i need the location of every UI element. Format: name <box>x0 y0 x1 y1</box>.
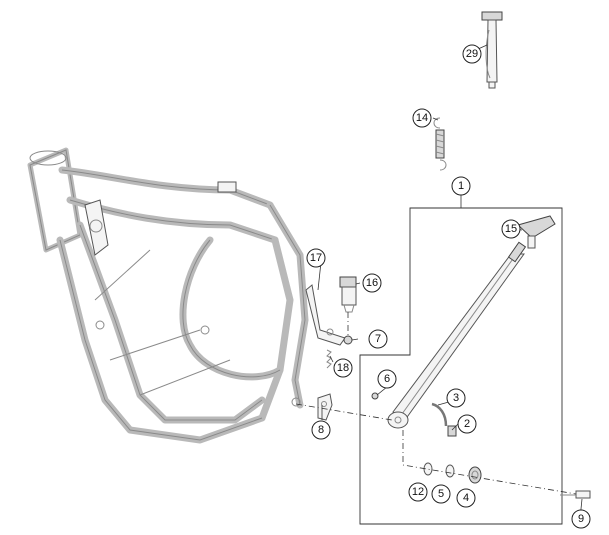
callout-1: 1 <box>451 176 471 196</box>
pivot-bracket <box>317 393 333 421</box>
small-spring <box>326 349 332 369</box>
spring-puller-tool <box>481 11 503 89</box>
washer-5 <box>445 464 455 478</box>
bushing <box>468 466 482 484</box>
svg-text:17: 17 <box>310 252 322 264</box>
svg-text:6: 6 <box>384 373 390 385</box>
callout-6: 6 <box>377 369 397 389</box>
callout-4: 4 <box>456 488 476 508</box>
svg-text:15: 15 <box>505 223 517 235</box>
callout-29: 29 <box>462 44 482 64</box>
svg-text:9: 9 <box>578 513 584 525</box>
washer-12 <box>423 462 433 476</box>
side-stand-sensor <box>339 276 357 313</box>
svg-text:7: 7 <box>375 333 381 345</box>
pivot-bolt <box>560 490 591 499</box>
nut <box>343 335 353 345</box>
svg-text:18: 18 <box>337 362 349 374</box>
svg-text:3: 3 <box>453 392 459 404</box>
svg-text:1: 1 <box>458 180 464 192</box>
callout-16: 16 <box>362 273 382 293</box>
group-bracket <box>359 207 563 525</box>
screw <box>371 392 379 400</box>
callout-5: 5 <box>431 484 451 504</box>
svg-text:4: 4 <box>463 492 469 504</box>
motorcycle-frame <box>27 147 309 444</box>
callout-3: 3 <box>446 388 466 408</box>
svg-text:14: 14 <box>416 112 428 124</box>
svg-text:12: 12 <box>412 486 424 498</box>
stand-foot-pad <box>517 215 556 249</box>
callout-2: 2 <box>457 414 477 434</box>
callout-14: 14 <box>412 108 432 128</box>
callout-17: 17 <box>306 248 326 268</box>
bent-bracket <box>431 402 457 437</box>
svg-text:29: 29 <box>466 48 478 60</box>
callout-18: 18 <box>333 358 353 378</box>
mounting-bracket <box>305 284 346 346</box>
callout-9: 9 <box>571 509 591 529</box>
callout-8: 8 <box>311 420 331 440</box>
callout-7: 7 <box>368 329 388 349</box>
assembly-line-pivot <box>295 403 393 421</box>
assembly-line-bolt <box>402 430 577 495</box>
tension-spring <box>433 117 447 171</box>
svg-text:2: 2 <box>464 418 470 430</box>
svg-text:16: 16 <box>366 277 378 289</box>
svg-text:5: 5 <box>438 488 444 500</box>
svg-text:8: 8 <box>318 424 324 436</box>
callout-15: 15 <box>501 219 521 239</box>
side-stand-leg <box>387 241 527 429</box>
callout-12: 12 <box>408 482 428 502</box>
